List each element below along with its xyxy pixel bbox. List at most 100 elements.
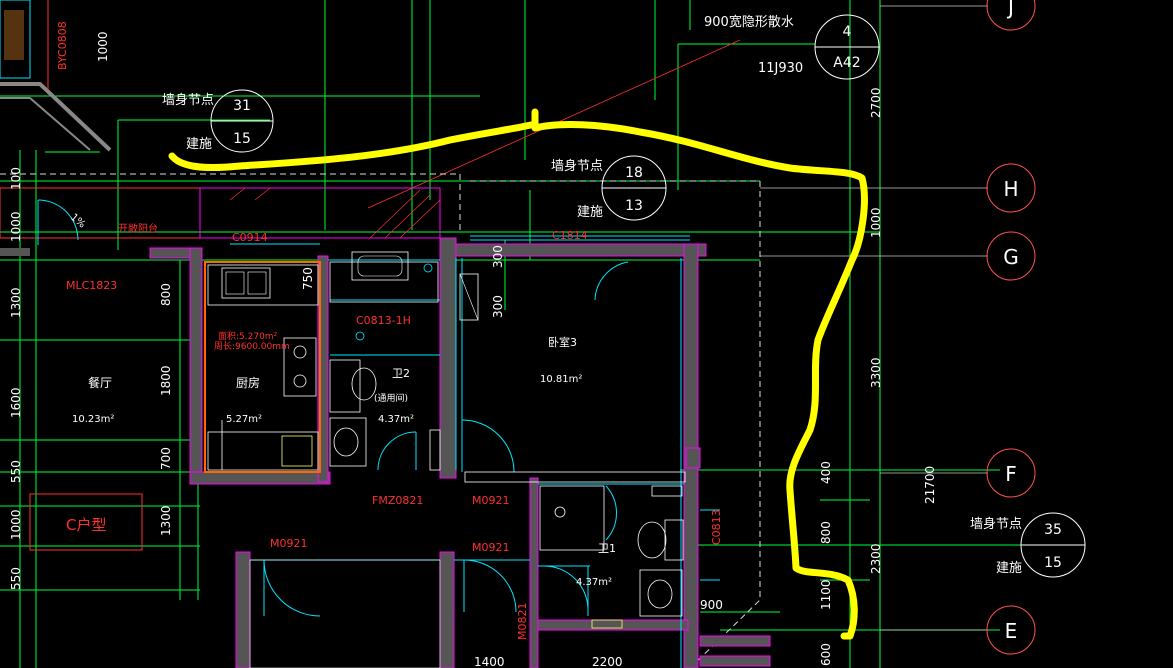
wall-node-a: 墙身节点 建施 31 15 bbox=[162, 89, 274, 153]
bath2-label: 卫2 bbox=[392, 367, 410, 380]
dim-left-5: 1600 bbox=[9, 387, 23, 418]
bedroom-area: 10.81m² bbox=[540, 374, 582, 385]
dim-far-2: 2300 bbox=[869, 543, 883, 574]
wall-node-a-top: 31 bbox=[233, 98, 251, 114]
dim-right-8: 900 bbox=[700, 598, 723, 612]
wall-node-c-bottom: 15 bbox=[1044, 555, 1062, 571]
walls bbox=[149, 237, 771, 668]
dim-left-2: 100 bbox=[9, 167, 23, 190]
tag-m0821: M0821 bbox=[516, 603, 529, 641]
dining-area: 10.23m² bbox=[72, 414, 114, 425]
scatter-water-node: 900宽隐形散水 11J930 4 A42 bbox=[704, 14, 880, 80]
kitchen-info-perimeter: 周长:9600.00mm bbox=[214, 340, 290, 352]
axis-e-label: E bbox=[1005, 619, 1018, 643]
dim-left-7: 1000 bbox=[9, 509, 23, 540]
dim-left-4: 1300 bbox=[9, 287, 23, 318]
scatter-water-node-bottom: A42 bbox=[833, 55, 860, 71]
grid-lines bbox=[0, 0, 1060, 668]
tag-fmz: FMZ0821 bbox=[372, 494, 423, 507]
tag-m0921c: M0921 bbox=[270, 537, 308, 550]
kitchen-label: 厨房 bbox=[236, 375, 260, 390]
dim-inner-3: 300 bbox=[491, 295, 505, 318]
wall-node-a-label: 墙身节点 bbox=[162, 92, 214, 108]
tag-byc: BYC0808 bbox=[56, 21, 69, 70]
wall-node-c-sub: 建施 bbox=[996, 561, 1022, 576]
dim-left-1: 1000 bbox=[96, 31, 110, 62]
kitchen-info-area: 面积:5.270m² bbox=[218, 330, 278, 342]
wall-node-c-top: 35 bbox=[1044, 522, 1062, 538]
bath1-label: 卫1 bbox=[598, 542, 616, 555]
dim-col2-3: 700 bbox=[159, 447, 173, 470]
bath2-note: (通用间) bbox=[374, 392, 408, 404]
tag-c0813b: C0813 bbox=[710, 509, 723, 545]
tag-mlc: MLC1823 bbox=[66, 279, 117, 292]
dim-col2-4: 1300 bbox=[159, 505, 173, 536]
dim-right-5: 800 bbox=[819, 521, 833, 544]
dim-bottom-2: 2200 bbox=[592, 655, 623, 668]
dim-right-3: 3300 bbox=[869, 357, 883, 388]
balcony-label: 开敞阳台 bbox=[118, 222, 158, 235]
yellow-markup-stroke[interactable] bbox=[168, 108, 868, 640]
dim-left-6: 550 bbox=[9, 460, 23, 483]
axis-bubble-h[interactable]: H bbox=[986, 163, 1036, 213]
dim-right-4: 400 bbox=[819, 461, 833, 484]
axis-f-label: F bbox=[1005, 462, 1017, 486]
axis-bubble-g[interactable]: G bbox=[986, 231, 1036, 281]
kitchen-area: 5.27m² bbox=[226, 414, 262, 425]
slope-label: 1% bbox=[68, 212, 87, 231]
tag-c0914: C0914 bbox=[232, 231, 268, 244]
tag-c0813: C0813-1H bbox=[356, 314, 411, 327]
wall-node-b-label: 墙身节点 bbox=[551, 158, 603, 174]
lower-rooms bbox=[249, 559, 517, 668]
dim-far-1: 21700 bbox=[923, 466, 937, 504]
inner-walls bbox=[230, 235, 720, 668]
tags: BYC0808 MLC1823 C0914 C1814 C0813-1H C08… bbox=[56, 21, 723, 640]
bathroom-1: 卫1 4.37m² bbox=[539, 485, 684, 629]
bedroom-label: 卧室3 bbox=[548, 335, 577, 349]
bedroom-3: 卧室3 10.81m² bbox=[459, 261, 686, 483]
dim-col2-1: 800 bbox=[159, 283, 173, 306]
dining-label: 餐厅 bbox=[88, 375, 112, 390]
kitchen: 面积:5.270m² 周长:9600.00mm 厨房 5.27m² bbox=[204, 261, 321, 473]
wall-node-a-bottom: 15 bbox=[233, 131, 251, 147]
dimension-texts: 1000 100 1000 1300 1600 550 1000 550 800… bbox=[9, 31, 937, 668]
scatter-water-node-top: 4 bbox=[843, 24, 852, 40]
dim-right-2: 1000 bbox=[869, 207, 883, 238]
tag-m0921b: M0921 bbox=[472, 541, 510, 554]
dim-right-1: 2700 bbox=[869, 87, 883, 118]
unit-type-box: C户型 bbox=[29, 493, 143, 551]
bath1-area: 4.37m² bbox=[576, 577, 612, 588]
dim-inner-1: 750 bbox=[301, 267, 315, 290]
tag-c1814: C1814 bbox=[552, 229, 588, 242]
dim-bottom-1: 1400 bbox=[474, 655, 505, 668]
dim-right-7: 600 bbox=[819, 643, 833, 666]
dim-left-8: 550 bbox=[9, 567, 23, 590]
wall-node-b-bottom: 13 bbox=[625, 198, 643, 214]
wall-node-b: 墙身节点 建施 18 13 bbox=[551, 155, 667, 221]
axis-h-label: H bbox=[1003, 177, 1018, 201]
wall-node-a-sub: 建施 bbox=[186, 137, 212, 152]
bath2-area: 4.37m² bbox=[378, 414, 414, 425]
unit-type-label: C户型 bbox=[66, 516, 106, 534]
axis-lines bbox=[760, 5, 988, 631]
dashed-outlines bbox=[0, 173, 761, 668]
dim-inner-2: 300 bbox=[491, 245, 505, 268]
bathroom-2: 卫2 (通用间) 4.37m² bbox=[329, 251, 441, 471]
scatter-water-atlas: 11J930 bbox=[758, 61, 803, 76]
axis-g-label: G bbox=[1003, 245, 1019, 269]
axis-bubble-f[interactable]: F bbox=[986, 448, 1036, 498]
dim-right-6: 1100 bbox=[819, 579, 833, 610]
axis-j-label: J bbox=[1006, 0, 1014, 19]
dim-col2-2: 1800 bbox=[159, 365, 173, 396]
scatter-water-label: 900宽隐形散水 bbox=[704, 14, 794, 30]
wall-node-b-sub: 建施 bbox=[577, 205, 603, 220]
dim-left-3: 1000 bbox=[9, 211, 23, 242]
tag-m0921a: M0921 bbox=[472, 494, 510, 507]
wall-node-b-top: 18 bbox=[625, 165, 643, 181]
wall-node-c: 墙身节点 建施 35 15 bbox=[970, 512, 1086, 578]
balcony-structure bbox=[0, 0, 441, 256]
axis-bubble-j[interactable]: J bbox=[986, 0, 1036, 31]
axis-bubble-e[interactable]: E bbox=[986, 605, 1036, 655]
wall-node-c-label: 墙身节点 bbox=[970, 516, 1022, 532]
